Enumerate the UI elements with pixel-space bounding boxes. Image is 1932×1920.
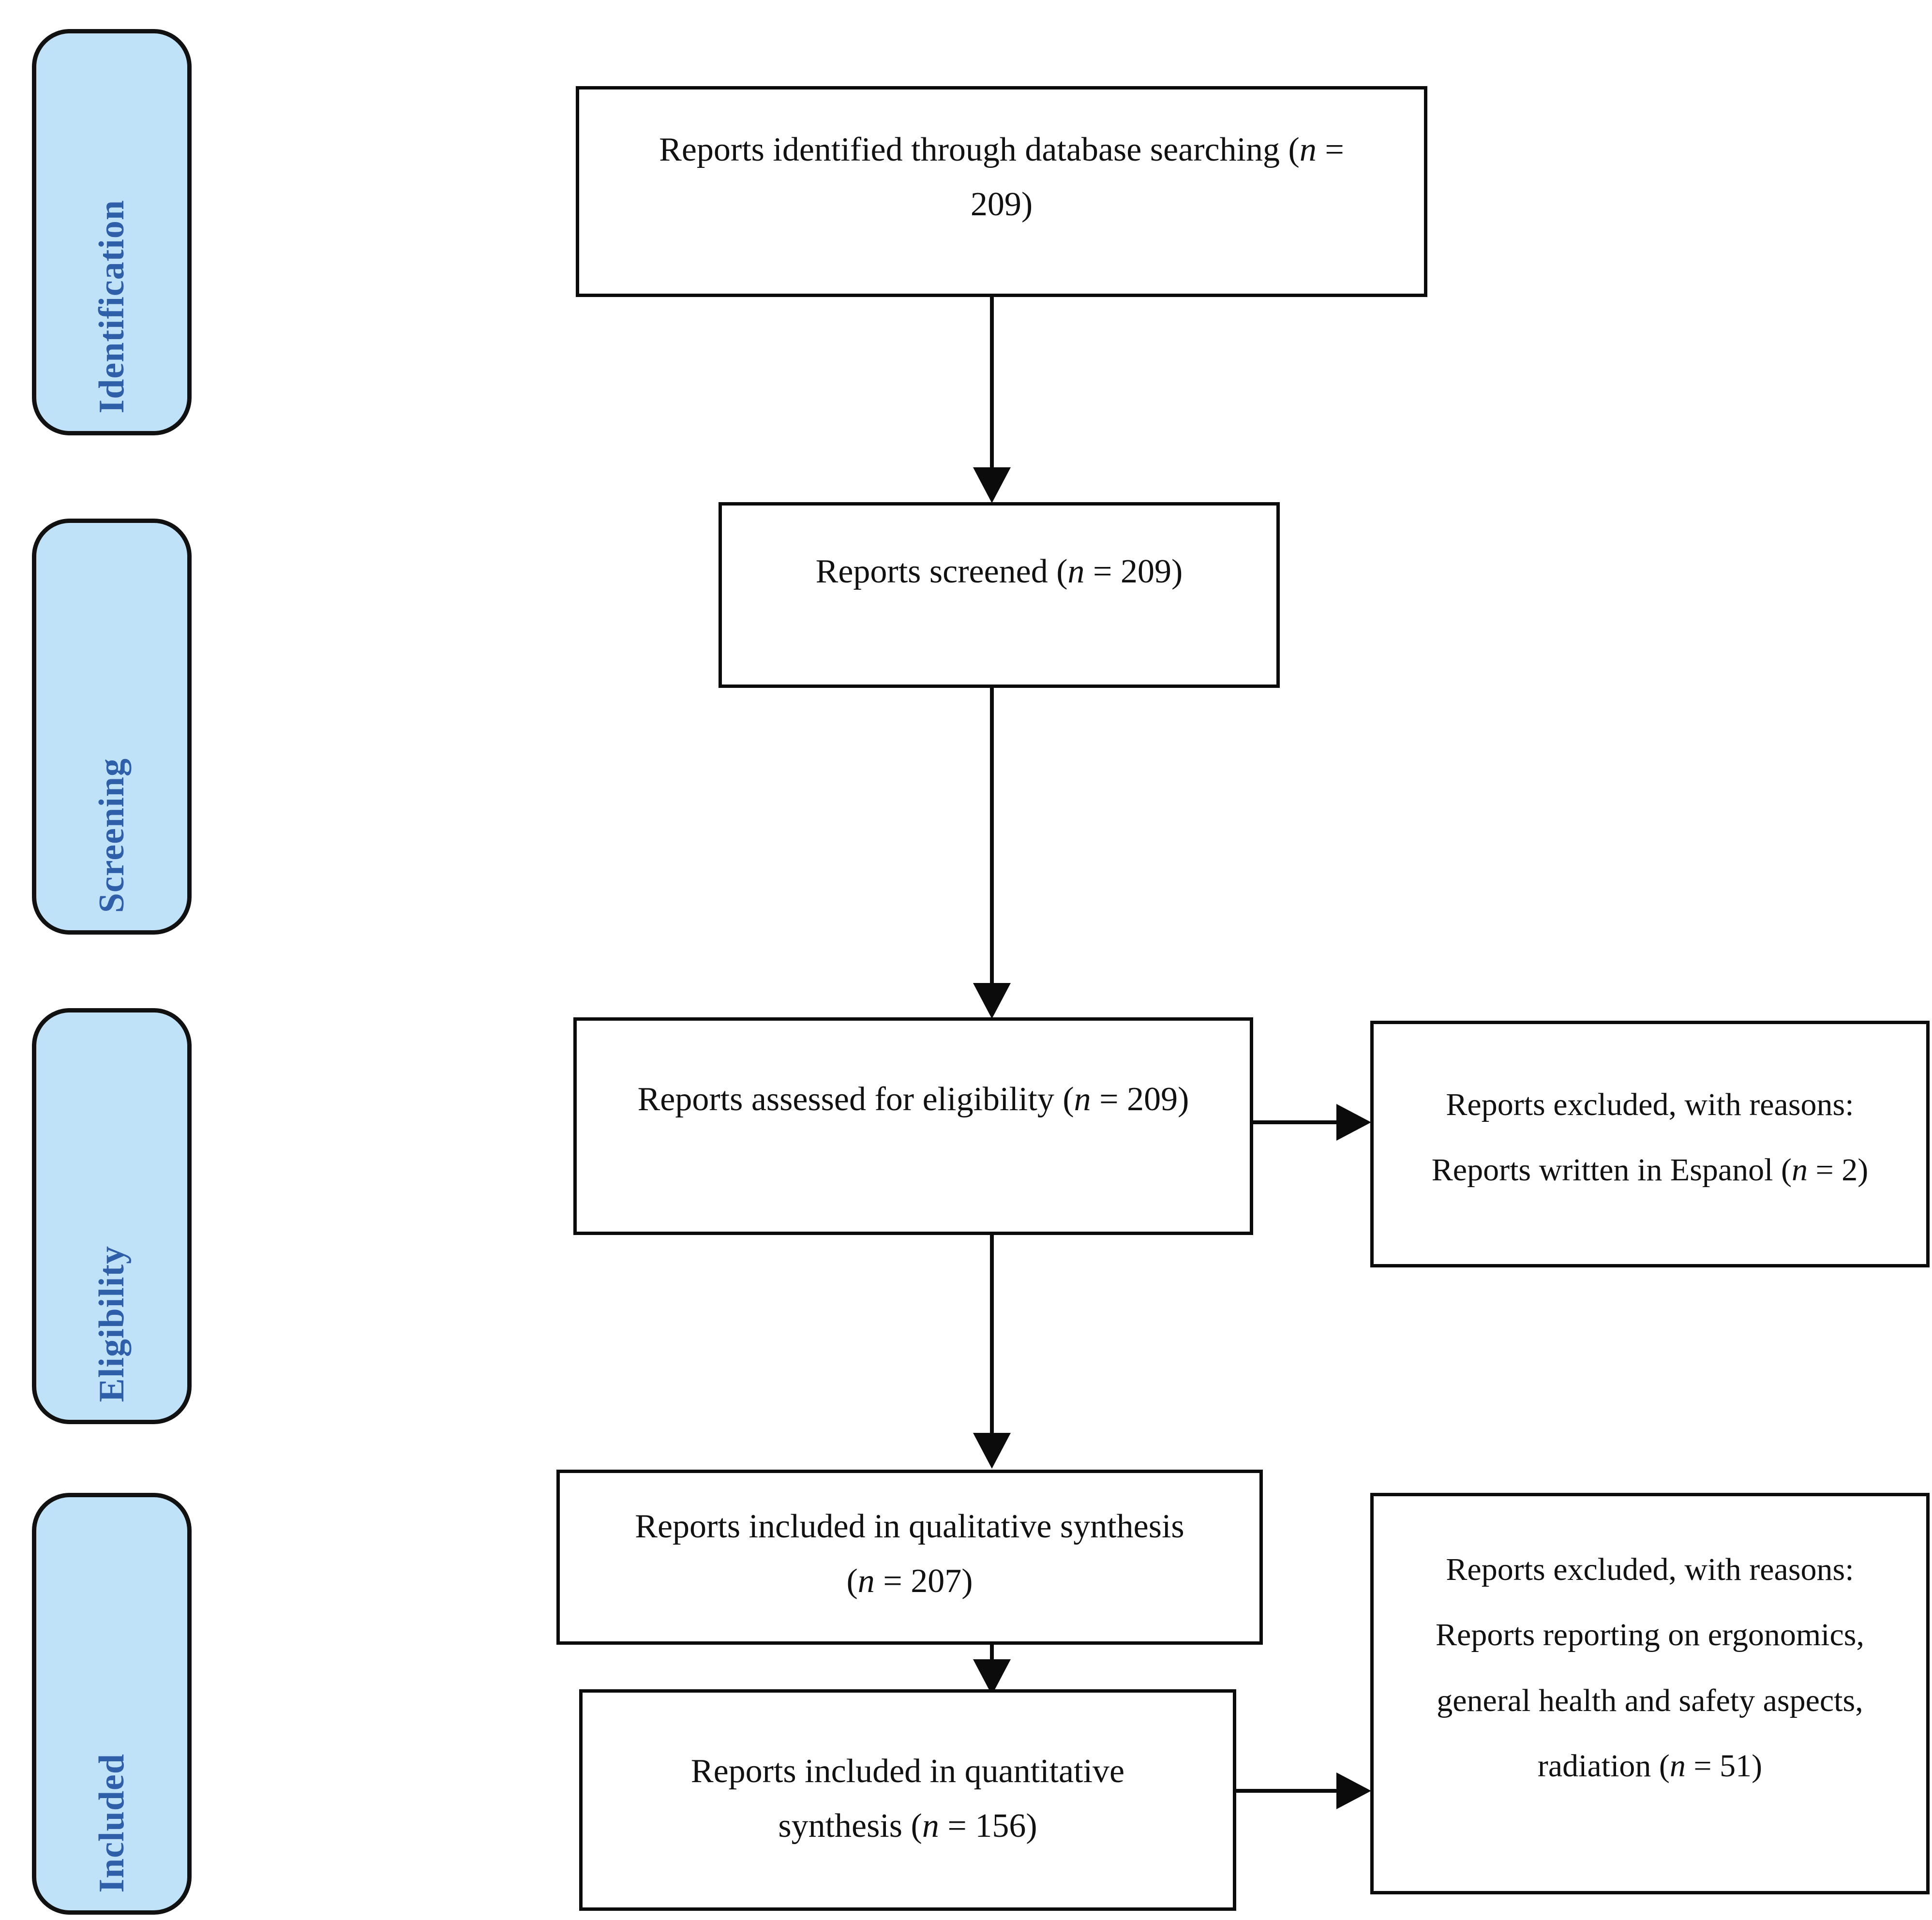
box-qualitative-synthesis: Reports included in qualitative synthesi… [556, 1470, 1263, 1645]
stage-label-screening: Screening [92, 758, 132, 913]
stage-label-eligibility: Eligibility [92, 1246, 132, 1402]
stage-label-wrap-screening: Screening [36, 758, 187, 913]
connector-quantitative-to-excluded-line [1236, 1789, 1338, 1793]
connector-screened-to-eligibility-arrowhead [973, 983, 1011, 1019]
identified-line1-post: = [1316, 131, 1344, 168]
box-excluded-quantitative: Reports excluded, with reasons: Reports … [1370, 1493, 1930, 1894]
quantitative-line2-pre: synthesis ( [778, 1807, 922, 1845]
box-excluded-eligibility-text: Reports excluded, with reasons: Reports … [1419, 1072, 1881, 1203]
excluded-eligibility-line2-post: = 2) [1808, 1152, 1869, 1188]
box-reports-screened: Reports screened (n = 209) [719, 502, 1280, 688]
eligibility-post: = 209) [1091, 1081, 1189, 1118]
box-excluded-quantitative-text: Reports excluded, with reasons: Reports … [1423, 1496, 1877, 1799]
qualitative-line2-post: = 207) [874, 1563, 973, 1600]
excluded-quantitative-line2: Reports reporting on ergonomics, [1436, 1617, 1864, 1653]
box-quantitative-synthesis-text: Reports included in quantitative synthes… [674, 1744, 1141, 1854]
eligibility-pre: Reports assessed for eligibility ( [637, 1081, 1074, 1118]
excluded-eligibility-italic-n: n [1792, 1152, 1808, 1188]
connector-quantitative-to-excluded-arrowhead [1336, 1772, 1371, 1809]
box-reports-identified-text: Reports identified through database sear… [643, 89, 1361, 232]
connector-screened-to-eligibility-line [990, 688, 994, 985]
quantitative-line1: Reports included in quantitative [690, 1752, 1125, 1790]
screened-pre: Reports screened ( [815, 553, 1068, 591]
stage-label-wrap-eligibility: Eligibility [36, 1246, 187, 1402]
stage-box-screening: Screening [32, 519, 192, 935]
identified-line1-italic-n: n [1299, 131, 1317, 168]
connector-eligibility-to-qualitative-arrowhead [973, 1433, 1011, 1469]
stage-label-wrap-identification: Identification [36, 200, 187, 414]
connector-qualitative-to-quantitative-arrowhead [973, 1659, 1011, 1695]
box-quantitative-synthesis: Reports included in quantitative synthes… [579, 1689, 1236, 1911]
identified-line1-pre: Reports identified through database sear… [659, 131, 1300, 168]
excluded-quantitative-italic-n: n [1669, 1748, 1686, 1784]
qualitative-italic-n: n [857, 1563, 875, 1600]
eligibility-italic-n: n [1074, 1081, 1091, 1118]
box-excluded-eligibility: Reports excluded, with reasons: Reports … [1370, 1021, 1930, 1267]
box-reports-identified: Reports identified through database sear… [576, 86, 1427, 297]
stage-label-identification: Identification [92, 200, 132, 414]
box-reports-assessed-eligibility-text: Reports assessed for eligibility (n = 20… [621, 1072, 1206, 1127]
connector-eligibility-to-excluded-line [1253, 1120, 1338, 1124]
excluded-quantitative-line4-post: = 51) [1685, 1748, 1763, 1784]
quantitative-italic-n: n [922, 1807, 939, 1845]
stage-label-included: Included [92, 1754, 132, 1893]
connector-qualitative-to-quantitative-line [990, 1645, 994, 1666]
excluded-quantitative-line4-pre: radiation ( [1537, 1748, 1670, 1784]
qualitative-line2-pre: ( [846, 1563, 858, 1600]
screened-post: = 209) [1084, 553, 1183, 591]
connector-identified-to-screened-line [990, 297, 994, 468]
box-reports-screened-text: Reports screened (n = 209) [799, 544, 1199, 599]
quantitative-line2-post: = 156) [939, 1807, 1037, 1845]
screened-italic-n: n [1067, 553, 1085, 591]
connector-identified-to-screened-arrowhead [973, 467, 1011, 503]
excluded-quantitative-line1: Reports excluded, with reasons: [1446, 1552, 1854, 1587]
box-reports-assessed-eligibility: Reports assessed for eligibility (n = 20… [573, 1017, 1253, 1235]
identified-line2: 209) [970, 186, 1033, 223]
excluded-quantitative-line3: general health and safety aspects, [1437, 1682, 1863, 1718]
box-qualitative-synthesis-text: Reports included in qualitative synthesi… [618, 1499, 1200, 1609]
excluded-eligibility-line1: Reports excluded, with reasons: [1446, 1087, 1854, 1122]
excluded-eligibility-line2-pre: Reports written in Espanol ( [1431, 1152, 1792, 1188]
stage-label-wrap-included: Included [36, 1754, 187, 1893]
stage-box-eligibility: Eligibility [32, 1008, 192, 1424]
qualitative-line1: Reports included in qualitative synthesi… [635, 1507, 1184, 1545]
stage-box-identification: Identification [32, 29, 192, 435]
connector-eligibility-to-excluded-arrowhead [1336, 1104, 1371, 1141]
stage-box-included: Included [32, 1493, 192, 1915]
connector-eligibility-to-qualitative-line [990, 1235, 994, 1434]
